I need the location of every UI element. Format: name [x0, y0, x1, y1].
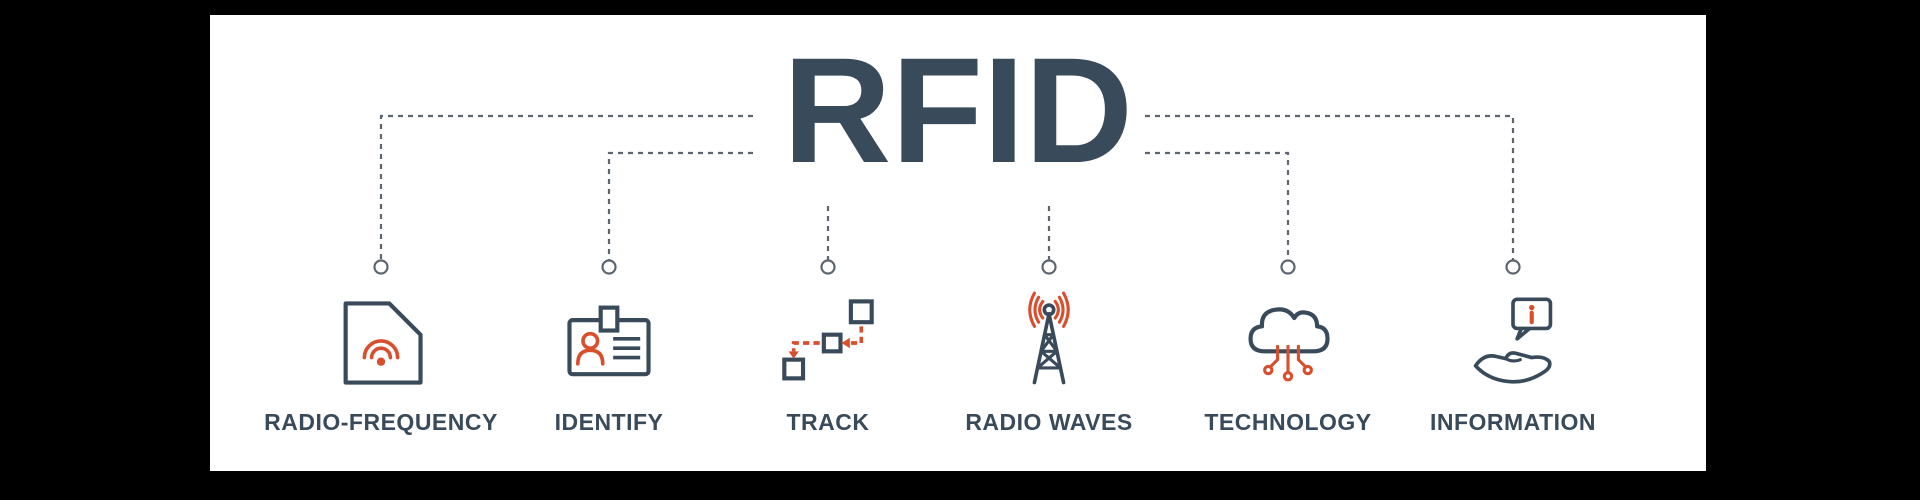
banner-title: RFID: [783, 26, 1133, 194]
item-information: INFORMATION: [1383, 291, 1643, 436]
item-technology: TECHNOLOGY: [1158, 291, 1418, 436]
track-route-icon: [776, 291, 880, 395]
connector-line-identify: [607, 151, 753, 260]
id-badge-icon: [557, 291, 661, 395]
connector-line-radio-frequency: [379, 114, 753, 260]
item-label: TRACK: [786, 409, 870, 435]
item-label: RADIO WAVES: [965, 409, 1133, 435]
connector-node: [601, 259, 617, 275]
banner-panel: RFID RADIO-FREQUE: [210, 15, 1706, 471]
item-label: IDENTIFY: [554, 409, 664, 435]
connector-node: [1280, 259, 1296, 275]
item-track: TRACK: [698, 291, 958, 436]
radio-antenna-icon: [997, 291, 1101, 395]
connector-node: [820, 259, 836, 275]
item-label: INFORMATION: [1429, 409, 1597, 435]
item-label: RADIO-FREQUENCY: [264, 409, 498, 435]
connector-node: [1041, 259, 1057, 275]
connector-line-technology: [1145, 151, 1290, 260]
item-radio-waves: RADIO WAVES: [919, 291, 1179, 436]
item-radio-frequency: RADIO-FREQUENCY: [251, 291, 511, 436]
connector-line-information: [1145, 114, 1515, 260]
connector-node: [1505, 259, 1521, 275]
item-label: TECHNOLOGY: [1204, 409, 1372, 435]
connector-lines: [373, 114, 1521, 275]
rfid-tag-icon: [329, 291, 433, 395]
hand-speech-bubble-icon: [1461, 291, 1565, 395]
item-identify: IDENTIFY: [479, 291, 739, 436]
connector-node: [373, 259, 389, 275]
cloud-circuit-icon: [1236, 291, 1340, 395]
